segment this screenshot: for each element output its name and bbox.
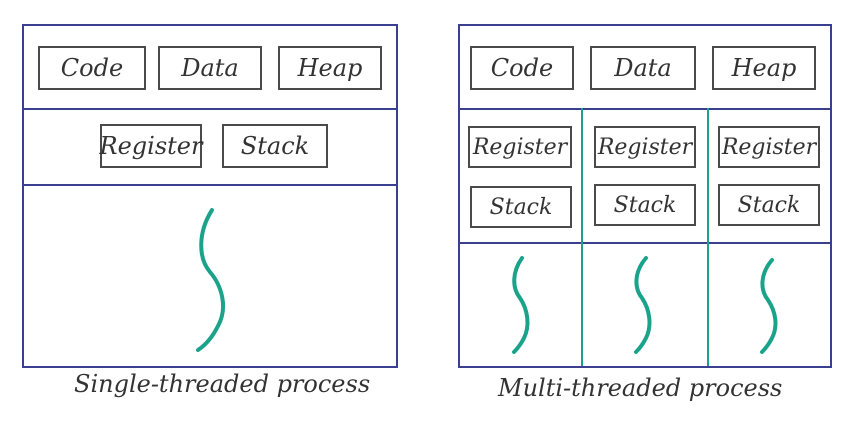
- multi-threaded-caption: Multi-threaded process: [498, 374, 783, 402]
- data-box: Data: [590, 46, 696, 90]
- thread-1-stack-box: Stack: [470, 186, 572, 228]
- register-box: Register: [100, 124, 202, 168]
- thread-1-squiggle: [512, 256, 530, 354]
- heap-box: Heap: [278, 46, 382, 90]
- thread-3-squiggle: [760, 258, 778, 354]
- single-threaded-caption: Single-threaded process: [74, 370, 371, 398]
- thread-context-section: Register Stack Register Stack Register S…: [460, 108, 830, 242]
- shared-section: Code Data Heap: [460, 26, 830, 108]
- data-box: Data: [158, 46, 262, 90]
- thread-3-stack-box: Stack: [718, 184, 820, 226]
- code-box: Code: [38, 46, 146, 90]
- single-threaded-process: Code Data Heap Register Stack: [22, 24, 398, 368]
- thread-execution-section: [24, 184, 396, 366]
- code-box: Code: [470, 46, 574, 90]
- thread-divider-2: [707, 108, 709, 366]
- thread-1-register-box: Register: [468, 126, 572, 168]
- thread-context-section: Register Stack: [24, 108, 396, 184]
- thread-2-register-box: Register: [594, 126, 696, 168]
- thread-execution-section: [460, 242, 830, 366]
- heap-box: Heap: [712, 46, 816, 90]
- thread-divider-1: [581, 108, 583, 366]
- thread-2-squiggle: [634, 256, 652, 354]
- shared-section: Code Data Heap: [24, 26, 396, 108]
- thread-3-register-box: Register: [718, 126, 820, 168]
- multi-threaded-process: Code Data Heap Register Stack Register S…: [458, 24, 832, 368]
- thread-2-stack-box: Stack: [594, 184, 696, 226]
- stack-box: Stack: [222, 124, 328, 168]
- thread-squiggle: [196, 208, 226, 352]
